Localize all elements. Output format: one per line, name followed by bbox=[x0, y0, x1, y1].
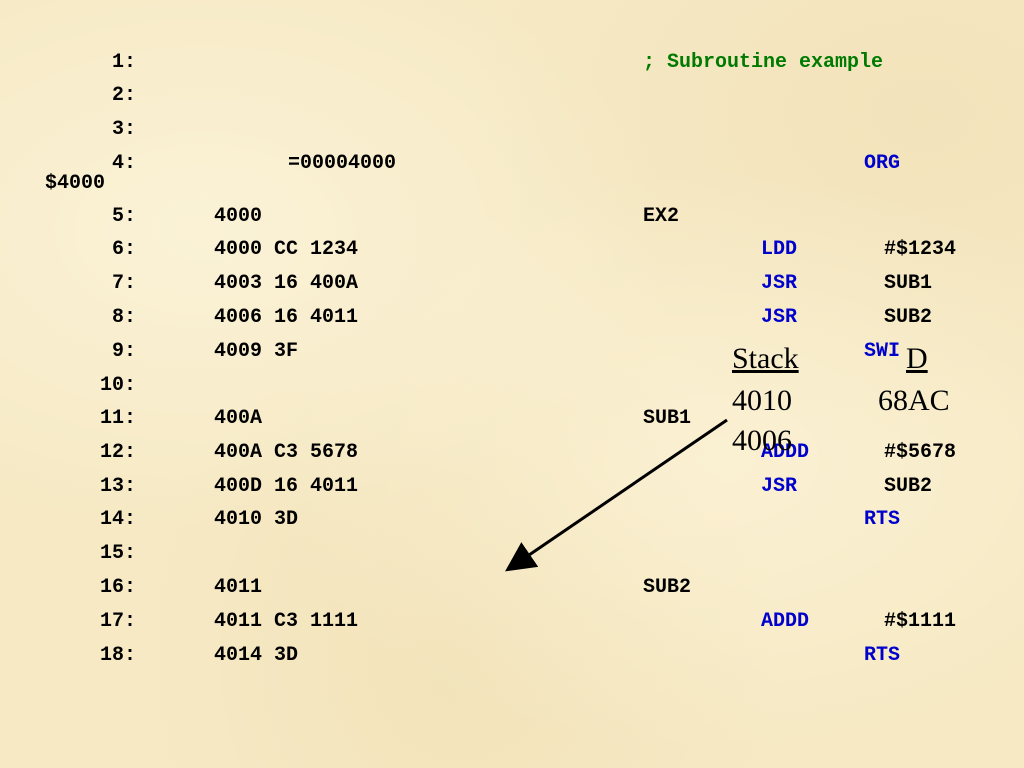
mnemonic: JSR bbox=[761, 475, 798, 498]
label-sub1: SUB1 bbox=[643, 407, 692, 430]
address-code: 400D 16 4011 bbox=[214, 475, 359, 498]
address-code: 4009 3F bbox=[214, 340, 299, 363]
comment-text: ; Subroutine example bbox=[643, 51, 884, 74]
stack-title: Stack bbox=[732, 342, 799, 375]
line-number: 8: bbox=[111, 306, 136, 329]
address-code: 4011 C3 1111 bbox=[214, 610, 359, 633]
mnemonic: ORG bbox=[864, 152, 901, 175]
line-number: 12: bbox=[99, 441, 136, 464]
address-code: 4006 16 4011 bbox=[214, 306, 359, 329]
line-number: 7: bbox=[111, 272, 136, 295]
line-number: 11: bbox=[99, 407, 136, 430]
address-code: 4010 3D bbox=[214, 508, 299, 531]
stack-value: 4010 bbox=[732, 384, 792, 417]
line-number: 10: bbox=[99, 374, 136, 397]
line-number: 18: bbox=[99, 644, 136, 667]
d-register-value: 68AC bbox=[878, 384, 950, 417]
mnemonic: JSR bbox=[761, 306, 798, 329]
mnemonic: ADDD bbox=[761, 441, 810, 464]
org-value: =00004000 bbox=[288, 152, 397, 175]
address-code: 4000 CC 1234 bbox=[214, 238, 359, 261]
label-sub2: SUB2 bbox=[643, 576, 692, 599]
address-code: 4003 16 400A bbox=[214, 272, 359, 295]
address-code: 4000 bbox=[214, 205, 263, 228]
d-register-title: D bbox=[906, 342, 928, 375]
line-number: 4: bbox=[111, 152, 136, 175]
operand: #$1111 bbox=[884, 610, 957, 633]
line-number: 1: bbox=[111, 51, 136, 74]
mnemonic: ADDD bbox=[761, 610, 810, 633]
operand: SUB2 bbox=[884, 475, 933, 498]
mnemonic: RTS bbox=[864, 508, 901, 531]
line-number: 9: bbox=[111, 340, 136, 363]
stack-value: 4006 bbox=[732, 424, 792, 457]
operand: #$5678 bbox=[884, 441, 957, 464]
line-number: 3: bbox=[111, 118, 136, 141]
line-number: 2: bbox=[111, 84, 136, 107]
operand: #$1234 bbox=[884, 238, 957, 261]
line-number: 16: bbox=[99, 576, 136, 599]
mnemonic: LDD bbox=[761, 238, 798, 261]
line-number: 5: bbox=[111, 205, 136, 228]
origin-overlap-text: $4000 bbox=[45, 172, 106, 195]
pointer-arrow-icon bbox=[505, 418, 728, 572]
line-number: 17: bbox=[99, 610, 136, 633]
operand: SUB2 bbox=[884, 306, 933, 329]
mnemonic: JSR bbox=[761, 272, 798, 295]
address-code: 4014 3D bbox=[214, 644, 299, 667]
operand: SUB1 bbox=[884, 272, 933, 295]
line-number: 14: bbox=[99, 508, 136, 531]
label-ex2: EX2 bbox=[643, 205, 680, 228]
address-code: 4011 bbox=[214, 576, 263, 599]
line-number: 15: bbox=[99, 542, 136, 565]
line-number: 13: bbox=[99, 475, 136, 498]
line-number: 6: bbox=[111, 238, 136, 261]
address-code: 400A bbox=[214, 407, 263, 430]
mnemonic: SWI bbox=[864, 340, 901, 363]
address-code: 400A C3 5678 bbox=[214, 441, 359, 464]
mnemonic: RTS bbox=[864, 644, 901, 667]
